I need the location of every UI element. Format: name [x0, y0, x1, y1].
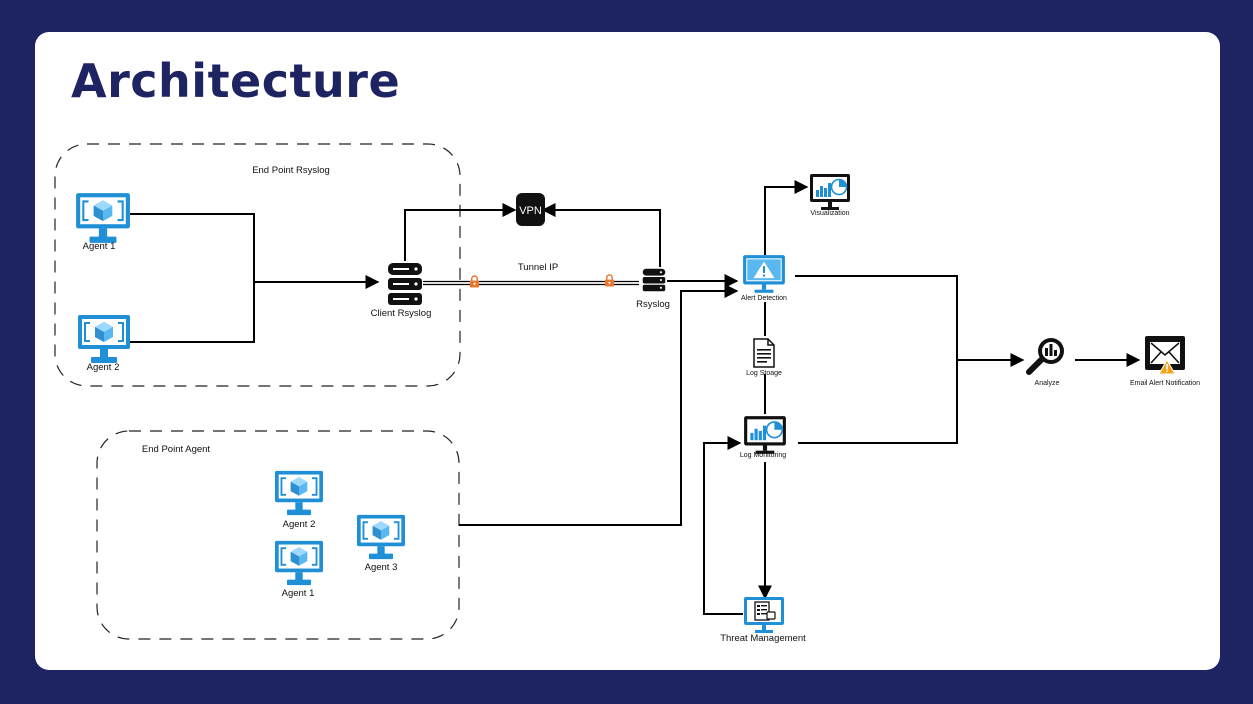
connector-rsyslog-vpn: [541, 203, 661, 267]
slide-card: Architecture: [35, 32, 1220, 670]
analyze-label: Analyze: [1035, 380, 1060, 387]
rsyslog-icon: [642, 268, 666, 292]
ep-agent1-label: Agent 1: [282, 588, 315, 599]
connector-loop-alert-monitoring: [795, 275, 958, 444]
rsyslog-label: Rsyslog: [636, 299, 670, 310]
connector-client-vpn: [404, 203, 517, 261]
ep-agent3-icon: [356, 513, 406, 561]
agent2-icon: [77, 314, 131, 364]
log-monitoring-icon: [743, 415, 787, 455]
connector-agent1-merge: [130, 213, 255, 282]
agent1-icon: [75, 192, 131, 244]
tunnel-ip-label: Tunnel IP: [518, 262, 558, 273]
threat-management-icon: [743, 596, 785, 634]
alert-detection-icon: [743, 255, 785, 293]
analyze-icon: [1029, 338, 1064, 372]
ep-agent2-label: Agent 2: [283, 519, 316, 530]
ep-agent1-icon: [274, 539, 324, 587]
group-label-endpoint-agent: End Point Agent: [142, 444, 210, 455]
page-title: Architecture: [71, 54, 401, 108]
connector-alert-visualization: [764, 180, 809, 255]
email-alert-label: Email Alert Notification: [1130, 380, 1200, 387]
visualization-icon: [809, 173, 851, 211]
log-storage-label: Log Stoage: [746, 370, 782, 377]
agent2-label: Agent 2: [87, 362, 120, 373]
log-monitoring-label: Log Monitoring: [740, 452, 786, 459]
vpn-label: VPN: [519, 205, 542, 217]
ep-agent3-label: Agent 3: [365, 562, 398, 573]
log-storage-icon: [753, 338, 775, 368]
group-endpoint-rsyslog: [54, 143, 461, 387]
alert-detection-label: Alert Detection: [741, 295, 787, 302]
email-alert-icon: [1144, 335, 1186, 375]
group-label-endpoint-rsyslog: End Point Rsyslog: [252, 165, 330, 176]
client-rsyslog-icon: [388, 263, 422, 305]
vpn-icon: VPN: [516, 193, 545, 226]
architecture-diagram: End Point Rsyslog End Point Agent Agent …: [54, 143, 1200, 644]
connector-agent2-merge: [130, 282, 255, 343]
connector-endpoint-agent-alert: [459, 284, 739, 526]
visualization-label: Visualization: [810, 210, 849, 217]
lock-icon: [604, 274, 615, 287]
ep-agent2-icon: [274, 469, 324, 517]
connector-threat-monitoring: [703, 436, 743, 615]
agent1-label: Agent 1: [83, 241, 116, 252]
group-endpoint-agent: [96, 430, 460, 640]
threat-management-label: Threat Management: [720, 633, 806, 644]
client-rsyslog-label: Client Rsyslog: [371, 308, 432, 319]
lock-icon: [469, 275, 480, 288]
